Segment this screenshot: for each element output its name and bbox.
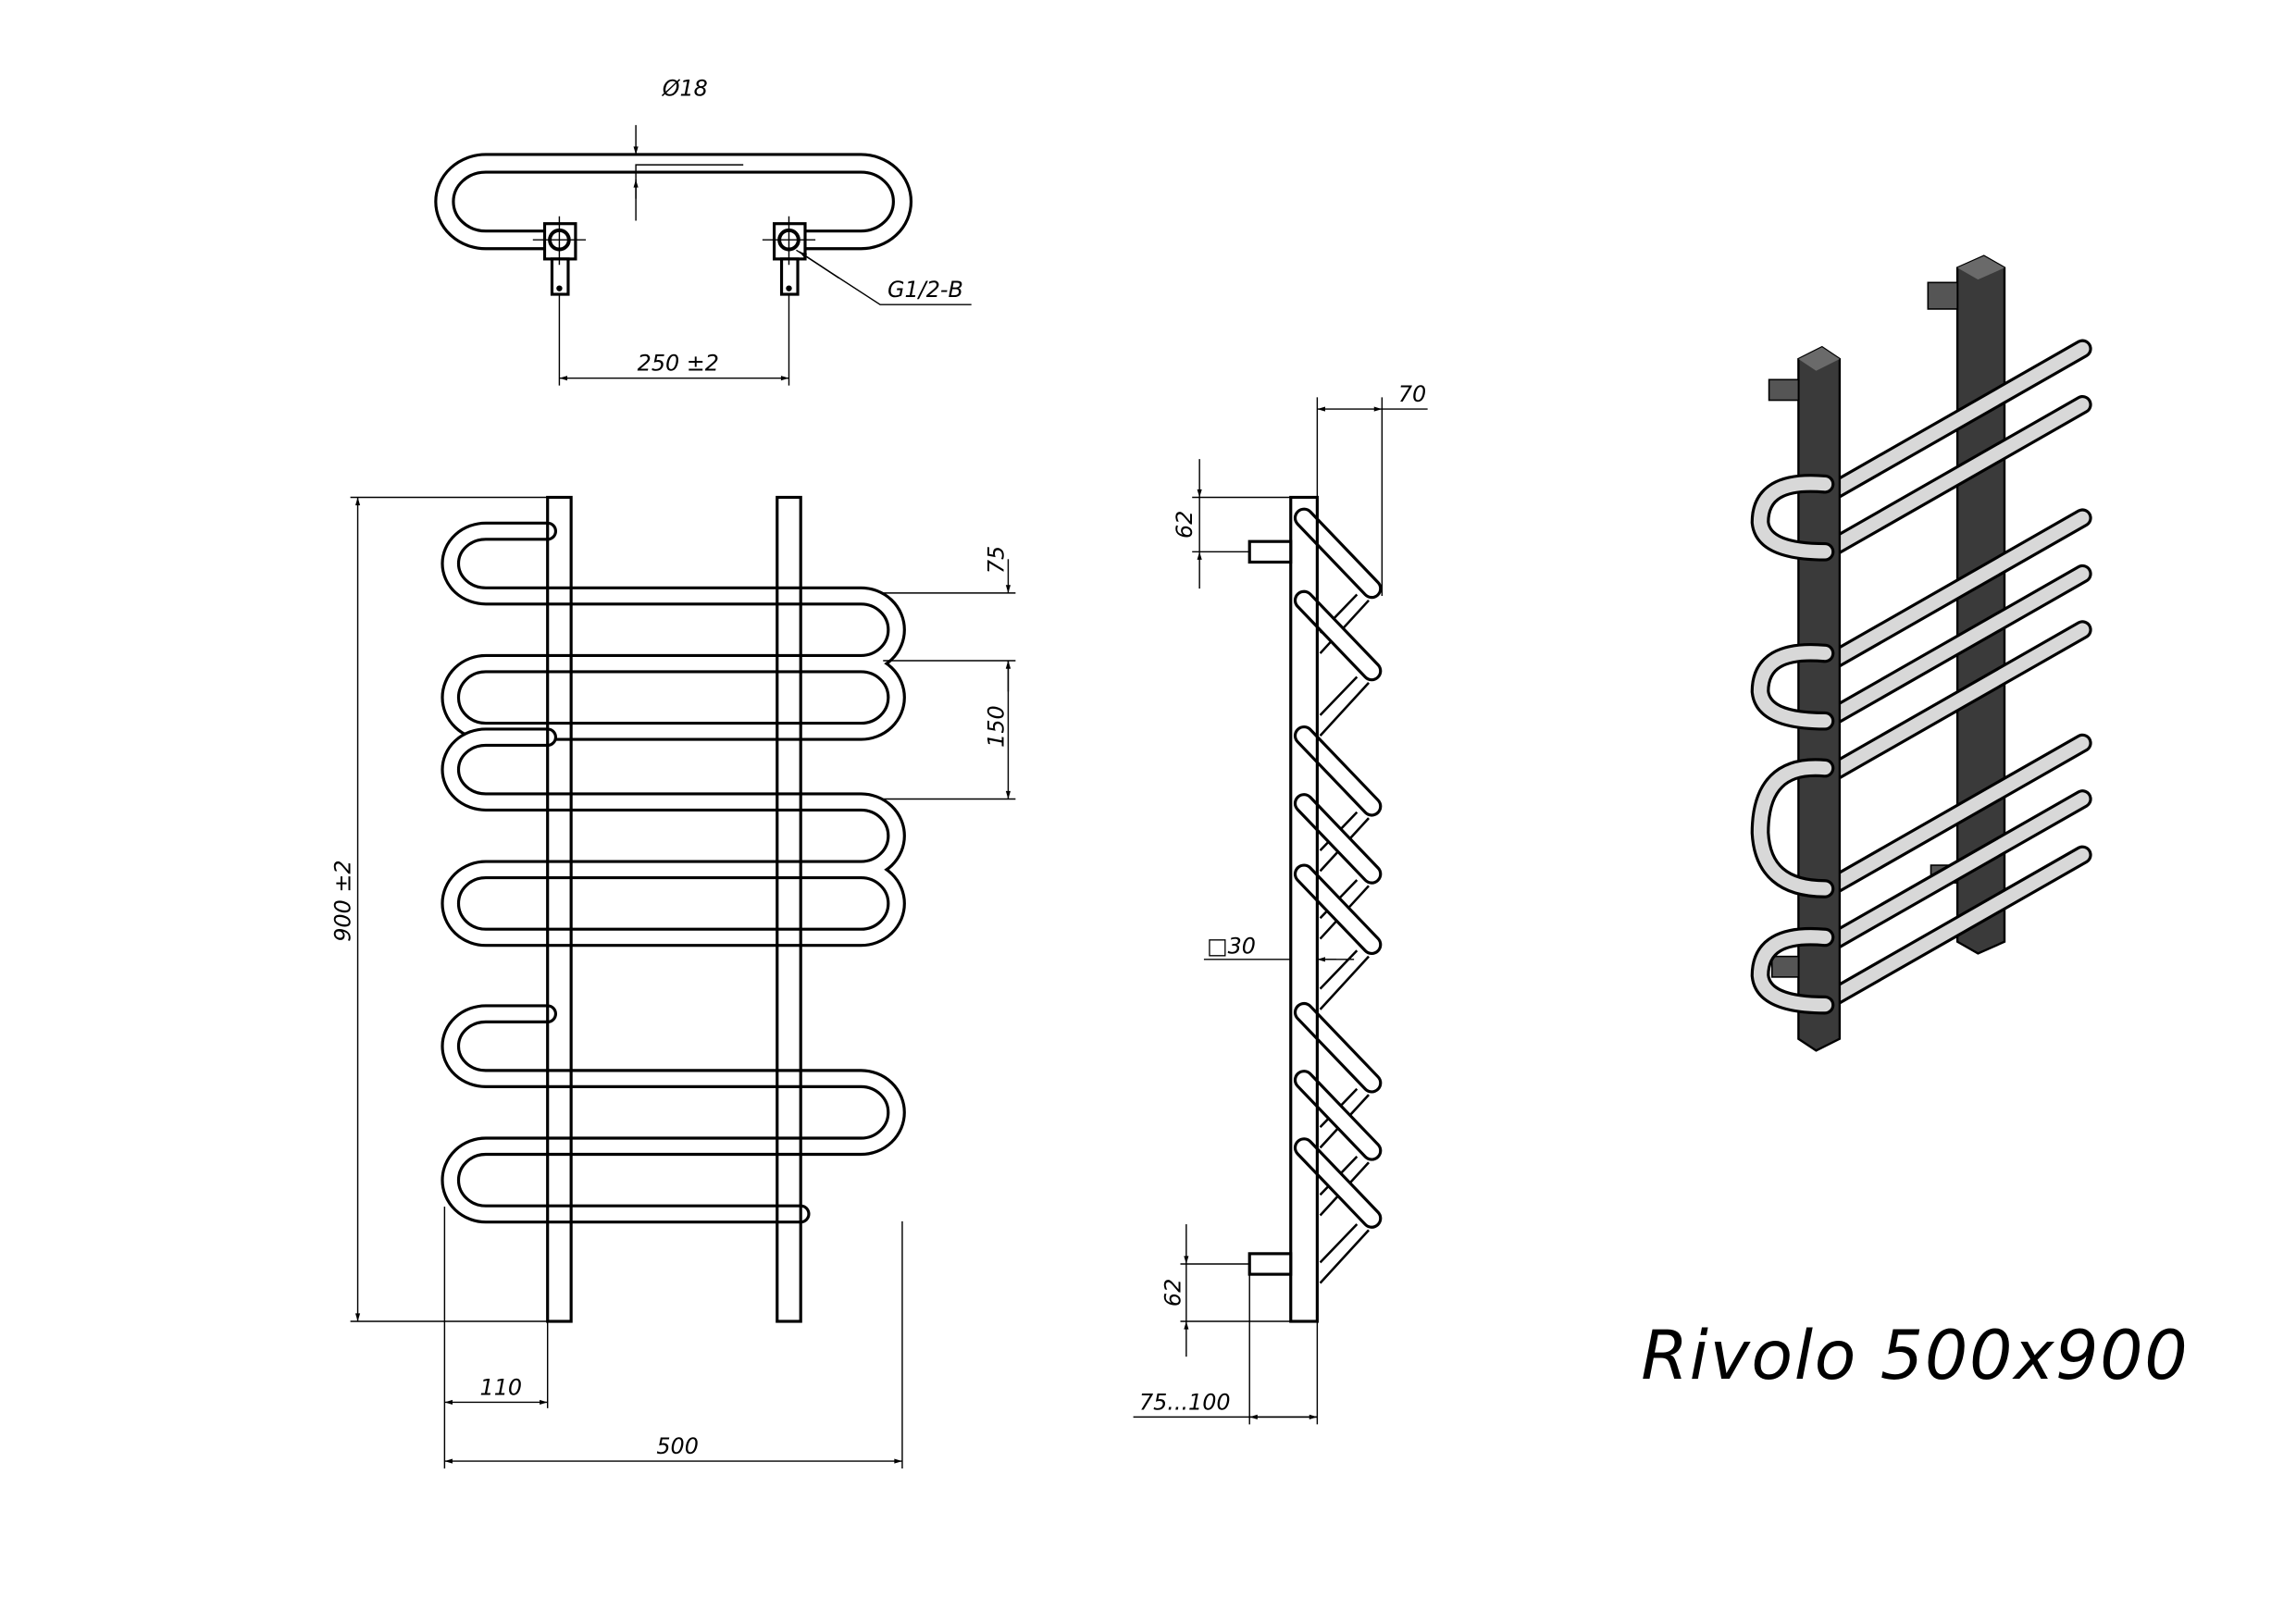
left-connector [532, 216, 587, 296]
iso-tubes [1815, 339, 2092, 1012]
dim-tube-diameter: Ø18 [662, 75, 708, 101]
side-tube [1297, 866, 1380, 952]
front-tube-group [443, 730, 903, 945]
dim-bottom-connection-offset: 62 [1160, 1279, 1185, 1307]
side-tube [1297, 592, 1380, 679]
product-title: Rivolo 500x900 [1641, 1317, 2189, 1395]
iso-tube-bend [1753, 646, 1832, 728]
iso-tube [1818, 736, 2090, 898]
front-tube-group [443, 524, 903, 738]
side-tube [1297, 510, 1380, 597]
dim-depth: 70 [1398, 381, 1426, 407]
iso-tubes-front [1750, 474, 1835, 1015]
side-tube [1297, 728, 1380, 814]
dim-group-spacing: 150 [984, 705, 1010, 748]
side-tube [1297, 1072, 1380, 1158]
dim-wall-distance: 75...100 [1139, 1389, 1231, 1415]
iso-tube-bend [1753, 477, 1832, 559]
iso-tube [1818, 848, 2090, 1010]
side-tube-connector [1319, 1223, 1370, 1284]
front-view: 900 ±2 75 150 110 500 [330, 495, 1016, 1469]
iso-tube [1818, 623, 2090, 784]
side-tube [1297, 796, 1380, 882]
front-view-tubes [441, 521, 906, 1224]
dim-loop-spacing: 75 [984, 546, 1010, 574]
left-rail [546, 495, 573, 1323]
right-rail [776, 495, 802, 1323]
side-rail [1289, 495, 1319, 1323]
dim-top-connection-offset: 62 [1172, 511, 1198, 539]
side-tube [1297, 1140, 1380, 1226]
iso-tube [1818, 511, 2090, 672]
dim-height: 900 ±2 [330, 860, 356, 941]
iso-tube [1818, 792, 2090, 953]
iso-tube [1818, 398, 2090, 559]
front-tube-group [441, 727, 906, 948]
front-tube-group [441, 1004, 906, 1224]
bottom-connection-pipe [1247, 1252, 1293, 1276]
top-connection-pipe [1247, 539, 1293, 564]
dim-width: 500 [656, 1433, 699, 1459]
top-view-tube [434, 153, 913, 251]
side-view: 70 62 62 □30 75...100 [1133, 381, 1428, 1425]
dim-connection-spacing: 250 ±2 [638, 351, 719, 377]
side-tube-connector [1319, 949, 1370, 1010]
iso-tube [1818, 341, 2090, 503]
front-tube-group [441, 521, 906, 741]
isometric-view [1750, 254, 2092, 1052]
right-connector [762, 216, 816, 296]
dim-connection-thread: G1/2-B [887, 277, 963, 303]
side-view-tubes [1293, 507, 1383, 1284]
top-view: Ø18 G1/2-B 250 ±2 [434, 75, 972, 386]
side-tube-connector [1319, 675, 1370, 737]
iso-tube-bend [1753, 930, 1832, 1012]
dim-rail-offset: 110 [480, 1375, 523, 1401]
iso-tube [1818, 567, 2090, 728]
dim-rail-section: □30 [1207, 933, 1256, 959]
front-tube-group [443, 1007, 903, 1221]
side-tube [1297, 1005, 1380, 1091]
iso-tube-bend [1753, 761, 1832, 896]
